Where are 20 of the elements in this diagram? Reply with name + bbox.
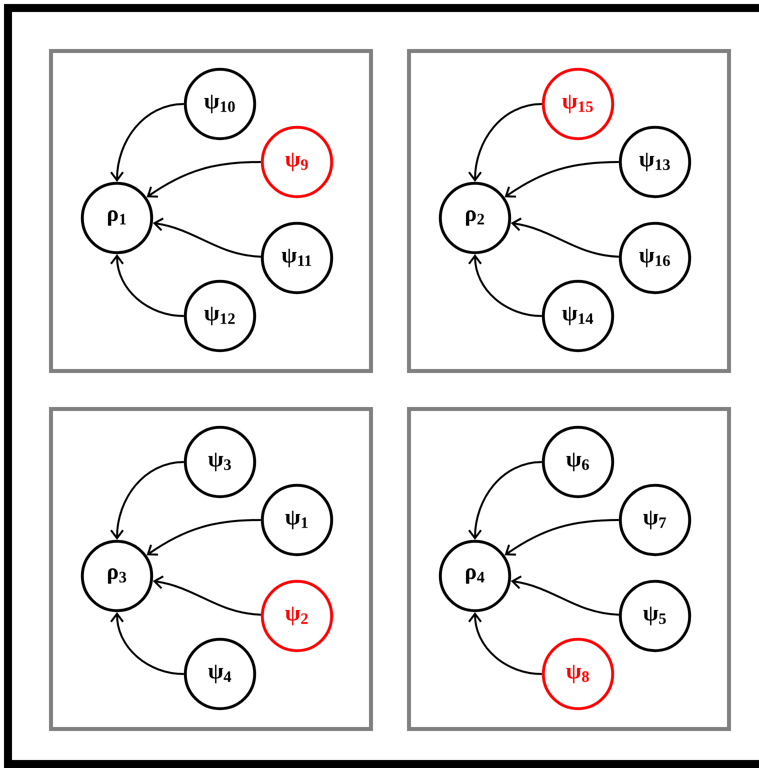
- panel-box: [407, 49, 731, 373]
- arrow: [146, 161, 261, 198]
- arrow: [468, 254, 542, 317]
- panel-box: [407, 407, 731, 731]
- arrow: [510, 218, 619, 258]
- arrow: [146, 519, 261, 556]
- arrow: [152, 218, 261, 258]
- arrow: [110, 612, 184, 675]
- arrow: [468, 103, 542, 182]
- arrow: [110, 461, 184, 540]
- arrow: [468, 461, 542, 540]
- arrow: [110, 103, 184, 182]
- arrow: [510, 576, 619, 616]
- arrow: [504, 161, 619, 198]
- arrow: [110, 254, 184, 317]
- panel-box: [49, 49, 373, 373]
- panel-box: [49, 407, 373, 731]
- arrow: [152, 576, 261, 616]
- arrow: [504, 519, 619, 556]
- arrow: [468, 612, 542, 675]
